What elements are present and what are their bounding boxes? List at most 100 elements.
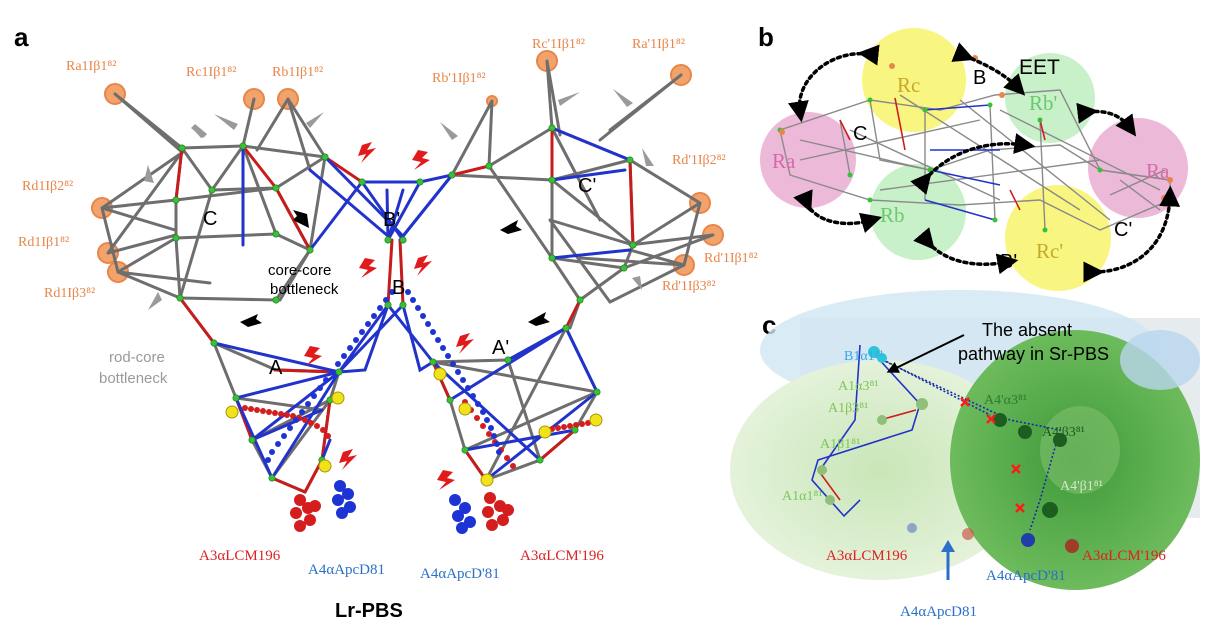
label-Rc-prime: Rc' [1036, 239, 1063, 263]
label-Rd1pb1: Rd'1Iβ1⁸² [704, 251, 758, 266]
label-A: A [269, 357, 283, 379]
blue-up-arrow [941, 540, 955, 580]
lightning-icons [304, 142, 474, 490]
panel-b: b [758, 22, 1188, 291]
label-Rd1pb2: Rd'1Iβ2⁸² [672, 153, 726, 168]
label-c-apcd: A4αApcD81 [900, 604, 977, 620]
lightning-icon [412, 150, 430, 170]
rod-note-line2: bottleneck [99, 370, 168, 387]
arrow-icon [144, 165, 154, 183]
label-b-B: B [973, 67, 986, 89]
panel-c: c T [730, 290, 1200, 620]
grey-arrows [144, 89, 654, 310]
label-A1a3: A1α3⁸¹ [838, 379, 879, 394]
label-Rc1: Rc1Iβ1⁸² [186, 65, 236, 80]
arrow-up-icon [941, 540, 955, 552]
rod-note-line1: rod-core [109, 349, 165, 366]
surface-blue-corner [1120, 330, 1200, 390]
yellow-nodes [225, 367, 603, 487]
label-Rb1p: Rb'1Iβ1⁸² [432, 71, 486, 86]
label-b-Bprime: B' [1000, 251, 1017, 273]
label-Rd1b1: Rd1Iβ1⁸² [18, 235, 69, 250]
label-Ra-left: Ra [772, 149, 796, 173]
label-Ap: A' [492, 337, 509, 359]
label-A1a1: A1α1⁸¹ [782, 489, 823, 504]
label-A1b3: A1β3⁸¹ [828, 401, 868, 416]
circle-Rb-prime [1005, 53, 1095, 143]
eet-arrows [788, 42, 1181, 283]
label-Ra1: Ra1Iβ1⁸² [66, 59, 116, 74]
label-apcd-right: A4αApcD'81 [420, 566, 500, 582]
close-icon [1015, 503, 1025, 513]
lightning-icon [358, 142, 376, 163]
panel-letter-b: b [758, 22, 774, 52]
label-B1a1: B1α1⁸¹ [844, 349, 884, 364]
label-Cp: C' [578, 175, 596, 197]
label-Ra-right: Ra [1146, 159, 1170, 183]
label-Ra1p: Ra'1Iβ1⁸² [632, 37, 685, 52]
label-b-Cprime: C' [1114, 219, 1132, 241]
label-Rd1pb3: Rd'1Iβ3⁸² [662, 279, 716, 294]
label-B: B [392, 277, 405, 299]
arrow-icon [306, 112, 324, 128]
panel-a-title: Lr-PBS [335, 600, 403, 622]
surface-ring-hole [1040, 406, 1120, 494]
label-b-C: C [853, 123, 867, 145]
label-EET: EET [1019, 56, 1060, 79]
label-Rc1p: Rc'1Iβ1⁸² [532, 37, 585, 52]
arrow-icon [613, 89, 633, 107]
label-apcd-left: A4αApcD81 [308, 562, 385, 578]
close-icon [986, 414, 996, 424]
annotation-arrow [886, 334, 965, 373]
label-Rb-prime: Rb' [1029, 91, 1057, 115]
label-Rd1b2: Rd1Iβ2⁸² [22, 179, 73, 194]
label-lcm-left: A3αLCM196 [199, 548, 281, 564]
lightning-icon [339, 449, 357, 470]
blue-edges [212, 126, 632, 482]
circle-Rc-top [862, 28, 966, 132]
close-icon [1011, 464, 1021, 474]
lightning-icon [359, 258, 377, 278]
residue-clusters [817, 346, 1079, 553]
label-lcm-right: A3αLCM'196 [520, 548, 604, 564]
orange-terminal-nodes [91, 50, 724, 283]
circle-Ra-left [760, 112, 856, 208]
panel-c-terminal-labels: A3αLCM196 A4αApcD81 A4αApcD'81 A3αLCM'19… [826, 548, 1166, 620]
arrow-icon [642, 148, 654, 166]
label-C: C [203, 208, 217, 230]
label-Rc-top: Rc [897, 73, 920, 97]
terminal-labels: A3αLCM196 A4αApcD81 A4αApcD'81 A3αLCM'19… [199, 548, 604, 582]
arrow-icon [214, 114, 238, 130]
annotation-line2: pathway in Sr-PBS [958, 344, 1109, 364]
highlight-circles [760, 28, 1188, 291]
panel-c-labels: B1α1⁸¹ A1α3⁸¹ A1β3⁸¹ A1β1⁸¹ A1α1⁸¹ A4'α3… [782, 349, 1103, 504]
blue-bead-chains [265, 289, 502, 534]
arrow-icon [293, 210, 309, 228]
lightning-icon [456, 333, 474, 354]
arrow-icon [558, 92, 580, 106]
arrow-icon [148, 292, 162, 310]
circle-Ra-right [1088, 118, 1188, 218]
lightning-icon [437, 470, 455, 490]
arrow-icon [191, 124, 207, 138]
label-c-apcd-p: A4αApcD'81 [986, 568, 1066, 584]
label-A4pa3: A4'α3⁸¹ [984, 393, 1027, 408]
lightning-icon [414, 255, 432, 276]
label-c-lcm: A3αLCM196 [826, 548, 908, 564]
panel-b-labels: Rc Rb' Ra Ra Rb Rc' [772, 73, 1170, 263]
core-note-line1: core-core [268, 262, 331, 279]
core-note-line2: bottleneck [270, 281, 339, 298]
cylinder-labels: C C' B' B A A' [203, 175, 596, 379]
lightning-icon [304, 346, 322, 366]
label-c-lcm-p: A3αLCM'196 [1082, 548, 1166, 564]
panel-a: a [14, 22, 758, 622]
label-Rb: Rb [880, 203, 905, 227]
label-A4pb1: A4'β1⁸¹ [1060, 479, 1103, 494]
arrow-icon [528, 312, 550, 326]
label-Rd1b3: Rd1Iβ3⁸² [44, 286, 95, 301]
black-arrows [240, 210, 550, 327]
panel-b-cylinder-labels: B C B' C' EET [853, 56, 1132, 273]
orange-labels: Ra1Iβ1⁸² Rc1Iβ1⁸² Rb1Iβ1⁸² Rb'1Iβ1⁸² Rc'… [18, 37, 758, 301]
